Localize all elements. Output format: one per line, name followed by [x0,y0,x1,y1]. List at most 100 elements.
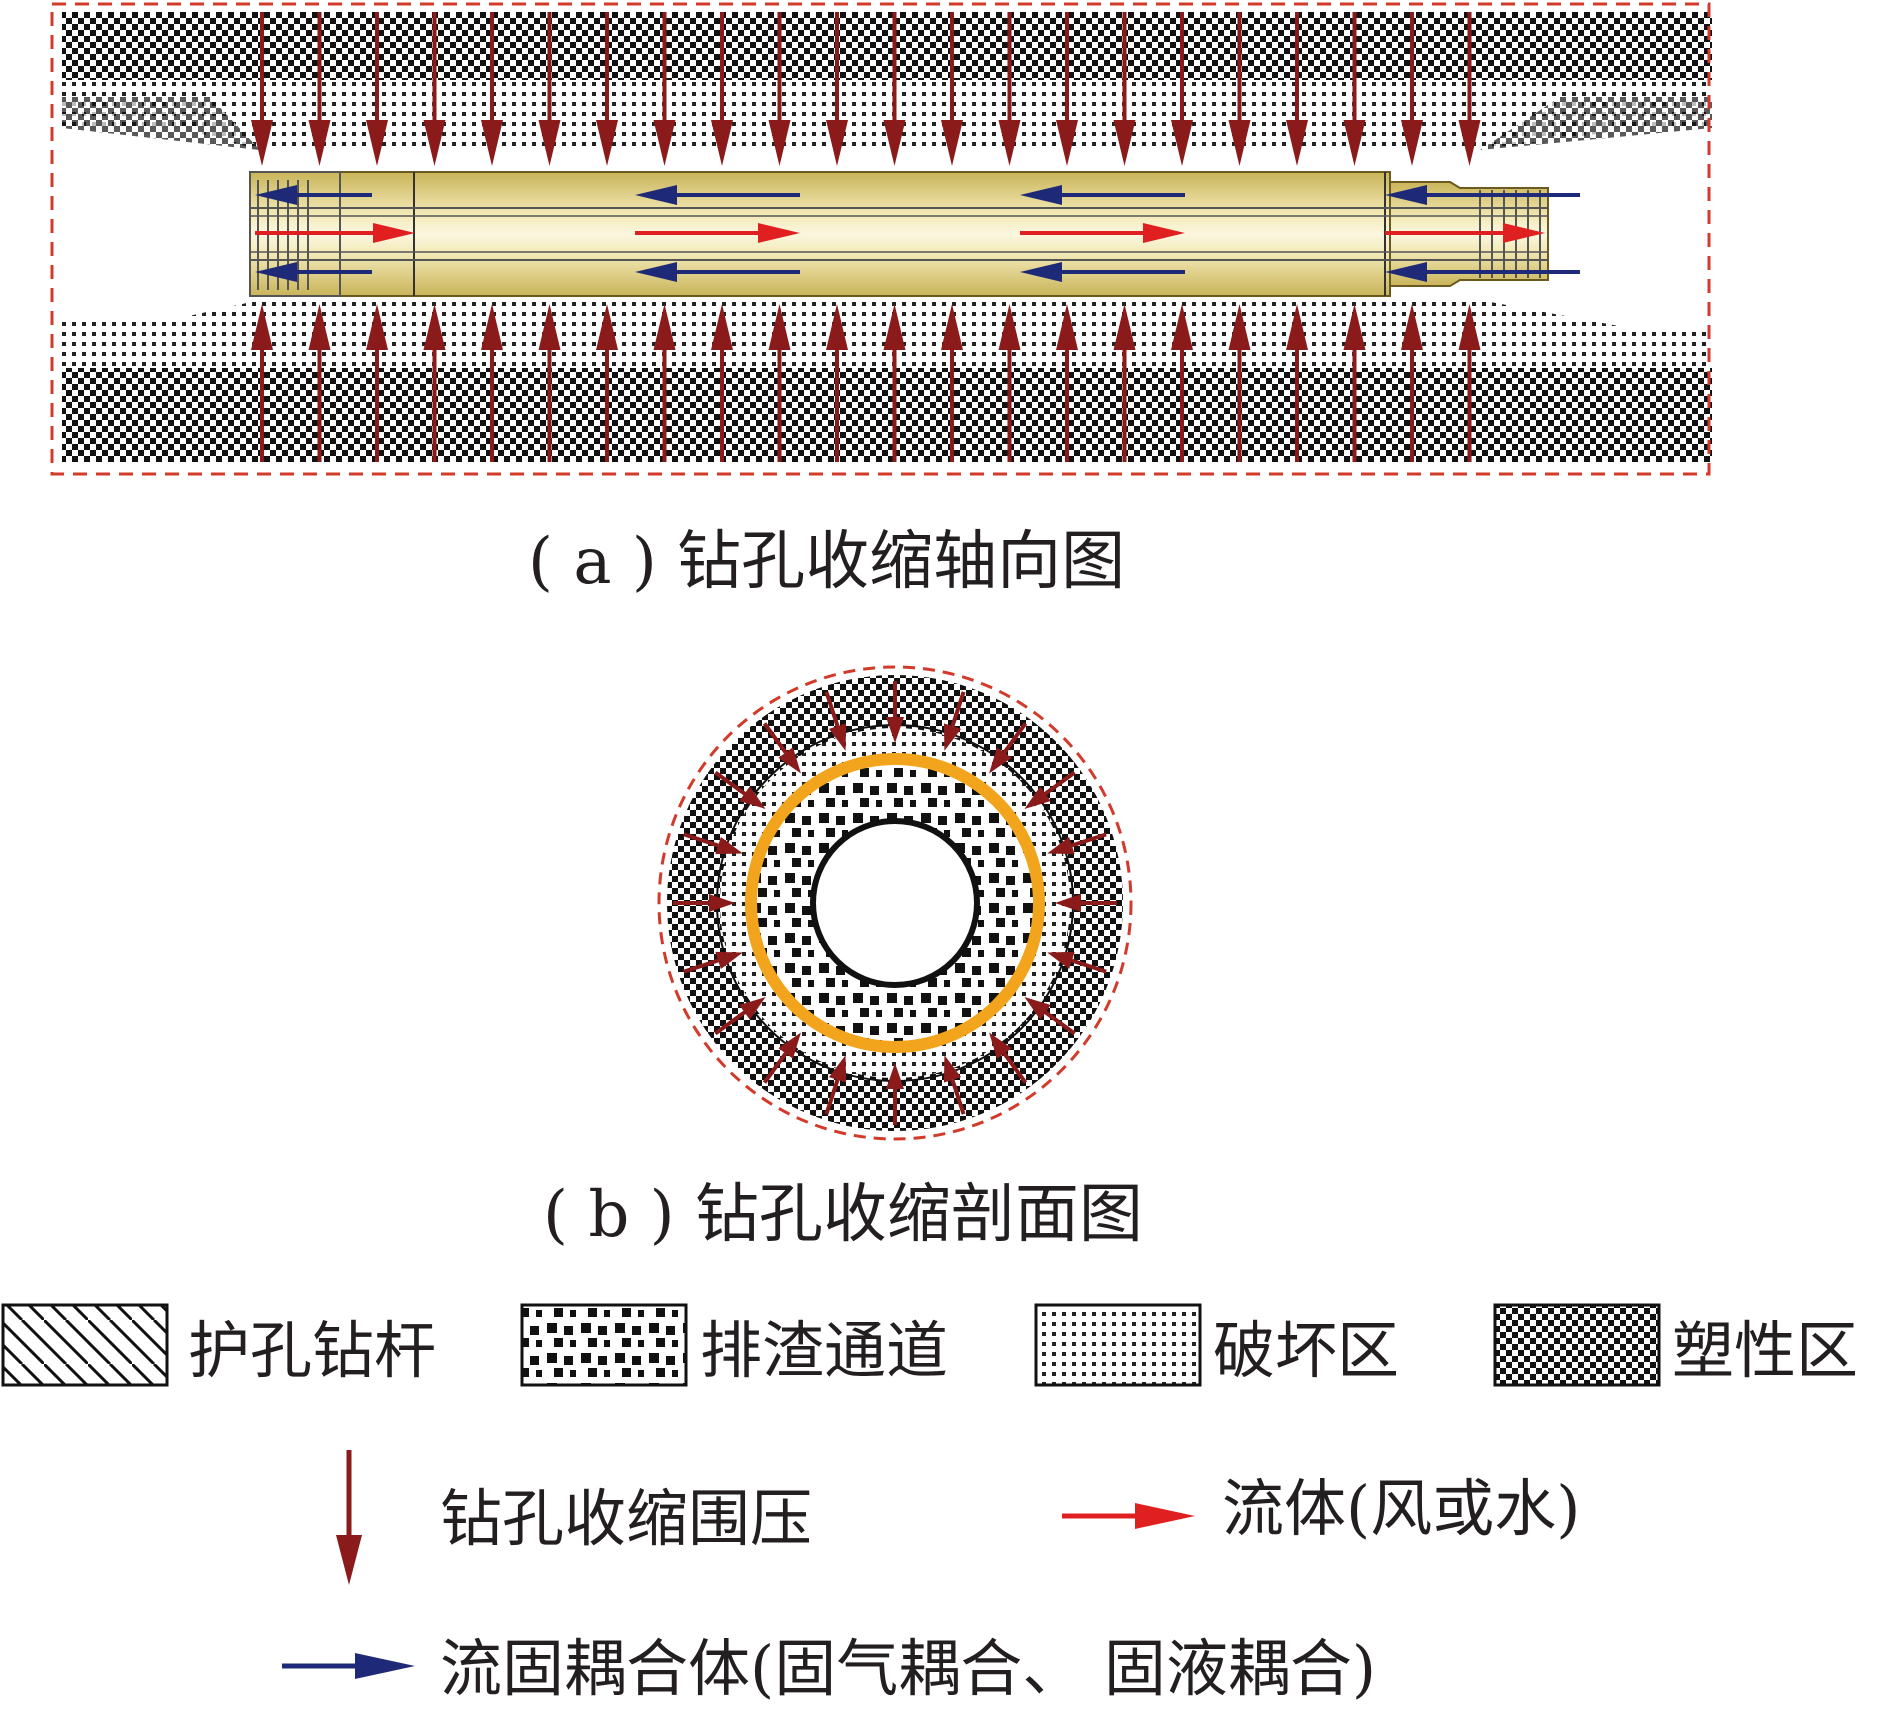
section-pressure-arrow-head [828,1055,847,1083]
section-pressure-arrows [673,681,1117,1125]
pressure-arrow-up [1171,304,1193,462]
section-pressure-arrow [989,722,1028,774]
section-pressure-arrow-head [886,1063,904,1089]
section-pressure-arrow-head [739,786,766,809]
caption-b: ( b ) 钻孔收缩剖面图 [543,1178,1143,1252]
coupled-flow-arrow-head [1020,185,1062,205]
legend-swatch-damage-zone [1034,1303,1202,1387]
section-pressure-arrow-shaft [762,1052,788,1084]
section-pressure-arrow-shaft [824,1079,840,1115]
legend-label-shrinkage-pressure: 钻孔收缩围压 [440,1482,812,1555]
pressure-arrow-up [941,304,963,462]
section-pressure-arrow [1024,770,1076,809]
legend-item-shrinkage-pressure: 钻孔收缩围压 [336,1450,812,1585]
section-pressure-arrow [886,1063,904,1125]
section-pressure-arrow-shaft [950,691,966,727]
legend-label-damage-zone: 破坏区 [1213,1314,1399,1387]
pressure-arrow-head [1343,120,1366,166]
pressure-arrow-head [1056,120,1078,166]
pressure-arrow-head [1228,120,1251,166]
pressure-arrow-down [1228,12,1251,166]
pressure-arrow-down [1113,12,1136,166]
section-pressure-arrow-head [828,723,847,751]
pressure-arrow-head [883,120,906,166]
plastic-zone-left-wedge [62,97,260,150]
pressure-arrow-head [481,304,503,350]
section-pressure-arrow-shaft [714,770,746,796]
section-pressure-arrow [714,997,766,1036]
pressure-arrow-head [538,304,561,350]
legend-swatch-drill-rod [1,1303,169,1387]
fluid-flow-arrow-head [1503,223,1545,243]
legend-swatch-plastic-zone [1493,1303,1661,1387]
section-pressure-arrow-head [1024,786,1051,809]
section-pressure-arrow [824,1055,847,1115]
section-pressure-arrow-shaft [683,832,719,848]
pressure-arrow-head [1113,304,1136,350]
section-pressure-arrow-shaft [950,1079,966,1115]
legend-arrow-pressure [336,1450,362,1585]
pressure-arrow-head [998,304,1021,350]
pressure-arrow-down [1343,12,1366,166]
pressure-arrow-head [1401,120,1423,166]
pressure-arrow-up [826,304,848,462]
caption-a: ( a ) 钻孔收缩轴向图 [528,525,1125,599]
coupled-flow-arrow [255,185,372,205]
pressure-arrow-down [941,12,963,166]
pressure-arrow-head [538,120,561,166]
section-pressure-arrow-head [715,951,743,970]
pressure-arrow-head [423,120,446,166]
pressure-arrow-down [1056,12,1078,166]
pressure-arrow-head [941,120,963,166]
section-pressure-arrow-head [943,1055,962,1083]
legend-item-fluid: 流体(风或水) [1062,1472,1580,1545]
coupled-flow-arrow-head [635,262,677,282]
section-pressure-arrow [762,1032,801,1084]
pressure-arrow-up [768,304,791,462]
section-pressure-arrow-head [989,747,1012,774]
coupled-flow-arrow [635,262,800,282]
pressure-arrow-up [1343,304,1366,462]
section-pressure-arrow-shaft [1002,722,1028,754]
pressure-arrow-head [653,120,676,166]
legend: 护孔钻杆 排渣通道 破坏区 塑性区 钻孔收缩围压 流体(风 [1,1303,1858,1705]
pressure-arrow-down [366,12,388,166]
section-pressure-arrow-shaft [1071,832,1107,848]
pressure-arrow-up [251,304,273,462]
section-pressure-arrow [824,691,847,751]
pressure-arrow-head [1056,304,1078,350]
pressure-arrow-up [423,304,446,462]
pressure-arrow-head [308,304,331,350]
pressure-arrow-up [1113,304,1136,462]
pressure-arrow-head [1343,304,1366,350]
fluid-flow-arrow [255,223,415,243]
section-pressure-arrow-shaft [1071,958,1107,974]
coupled-flow-arrow-head [1020,262,1062,282]
pressure-arrow-head [366,120,388,166]
coupled-flow-arrow-head [1385,262,1427,282]
pressure-arrow-head [1171,304,1193,350]
section-pressure-arrow [714,770,766,809]
axial-pressure-arrows [251,12,1481,462]
legend-arrow-fluid [1062,1503,1195,1529]
pressure-arrow-up [998,304,1021,462]
pressure-arrow-down [596,12,618,166]
section-pressure-arrow-head [739,997,766,1020]
legend-item-coupled-body: 流固耦合体(固气耦合、 固液耦合) [282,1632,1376,1705]
fluid-flow-arrow-head [1143,223,1185,243]
section-pressure-arrow [1024,997,1076,1036]
pressure-arrow-head [1401,304,1423,350]
legend-item-plastic-zone: 塑性区 [1493,1303,1858,1387]
section-pressure-arrow-head [778,1032,801,1059]
pressure-arrow-head [308,120,331,166]
legend-label-debris-channel: 排渣通道 [700,1314,948,1387]
legend-item-drill-rod: 护孔钻杆 [1,1303,436,1387]
pressure-arrow-down [826,12,848,166]
pressure-arrow-down [423,12,446,166]
pressure-arrow-down [998,12,1021,166]
section-pressure-arrow-shaft [762,722,788,754]
section-pressure-arrow-shaft [824,691,840,727]
pressure-arrow-down [1171,12,1193,166]
fluid-flow-arrow-head [758,223,800,243]
legend-label-drill-rod: 护孔钻杆 [188,1314,436,1387]
